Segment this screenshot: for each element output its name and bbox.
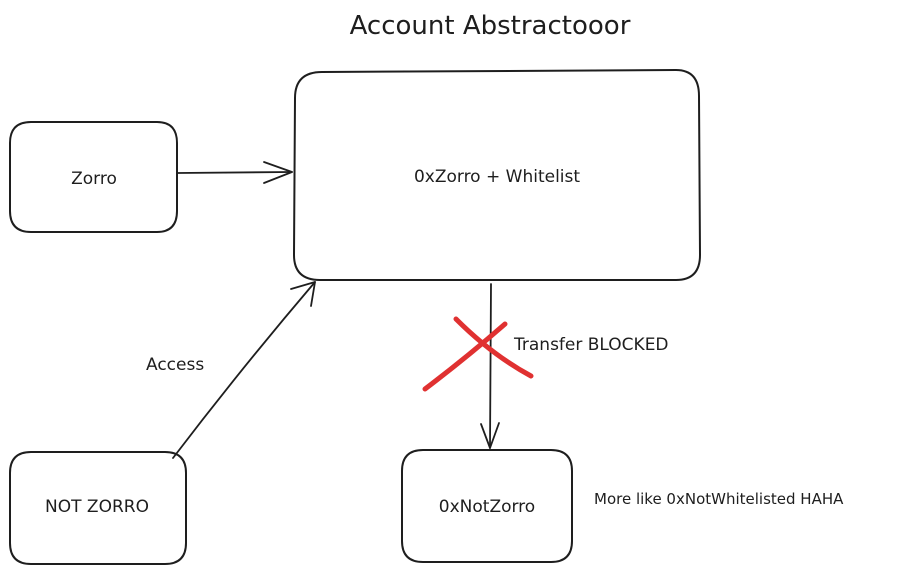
- main-account-label: 0xZorro + Whitelist: [414, 167, 580, 187]
- main-account-box: [293, 69, 701, 281]
- main-to-not-zorro-address-arrow: [480, 283, 500, 449]
- not-zorro-box: [9, 451, 187, 565]
- not-zorro-address-label: 0xNotZorro: [439, 497, 535, 517]
- zorro-label: Zorro: [71, 169, 117, 189]
- blocked-cross-icon: [422, 316, 534, 392]
- zorro-box: [9, 121, 178, 233]
- not-zorro-address-node[interactable]: 0xNotZorro: [401, 449, 573, 563]
- whitelist-note: More like 0xNotWhitelisted HAHA: [594, 490, 844, 508]
- main-account-node[interactable]: 0xZorro + Whitelist: [293, 69, 701, 281]
- transfer-blocked-label: Transfer BLOCKED: [513, 335, 669, 355]
- access-label: Access: [146, 355, 204, 375]
- not-zorro-label: NOT ZORRO: [45, 497, 149, 517]
- not-zorro-node[interactable]: NOT ZORRO: [9, 451, 187, 565]
- zorro-node[interactable]: Zorro: [9, 121, 178, 233]
- not-zorro-address-box: [401, 449, 573, 563]
- zorro-to-main-arrow: [177, 161, 293, 184]
- diagram-title: Account Abstractooor: [350, 11, 631, 41]
- not-zorro-to-main-arrow: [172, 281, 316, 459]
